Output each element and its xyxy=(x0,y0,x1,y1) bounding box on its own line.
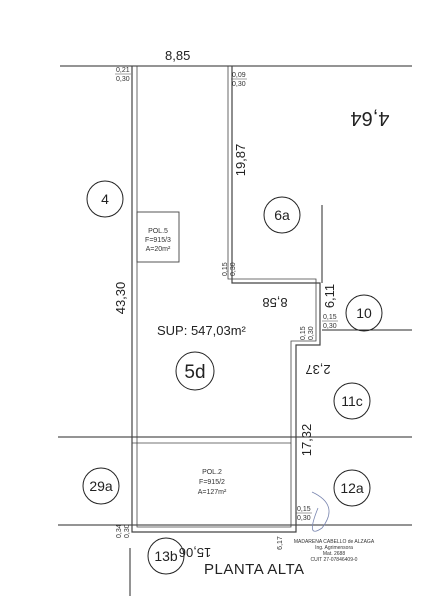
parcel-id: 5d xyxy=(184,362,205,383)
wall-label: 0,30 xyxy=(308,326,315,340)
wall-label: 0,30 xyxy=(323,323,337,330)
wall-label: 0,15 xyxy=(323,314,337,321)
signature-scribble xyxy=(311,491,330,532)
dimensions: 8,85 4,64 19,87 43,30 8,58 6,11 2,37 17,… xyxy=(113,48,389,560)
pol2-area: A=127m² xyxy=(198,489,227,496)
wall-label: 0,30 xyxy=(232,81,246,88)
neighbor-circle-29a xyxy=(82,467,120,505)
wall-label: 0,09 xyxy=(232,72,246,79)
neighbor-label: 10 xyxy=(356,305,372,321)
neighbor-circle-4 xyxy=(86,180,124,218)
neighbor-label: 13b xyxy=(154,548,178,564)
parcel-circle xyxy=(175,351,215,391)
wall-label: 0,34 xyxy=(116,524,123,538)
pol5-folio: F=915/3 xyxy=(145,237,171,244)
wall-label: 0,15 xyxy=(297,506,311,513)
stamp-role: Ing. Agrimensora xyxy=(315,545,353,551)
pol2-title: POL.2 xyxy=(202,469,222,476)
pol5-box xyxy=(136,211,180,263)
wall-thickness-labels: 0,21 0,30 0,09 0,30 0,15 0,30 0,15 0,30 … xyxy=(115,67,338,538)
neighbor-label: 12a xyxy=(340,480,364,496)
lot-boundaries xyxy=(58,65,412,596)
dim-right-lower-depth: 17,32 xyxy=(299,424,314,457)
floor-title: PLANTA ALTA xyxy=(204,561,305,578)
pol5-info: POL.5 F=915/3 A=20m² xyxy=(145,228,171,253)
pol5-area: A=20m² xyxy=(146,246,171,253)
neighbor-circles xyxy=(82,180,383,575)
dim-left-depth: 43,30 xyxy=(113,282,128,315)
neighbor-circle-13b xyxy=(147,537,185,575)
area-label: SUP: 547,03m² xyxy=(157,323,247,338)
pol2-folio: F=915/2 xyxy=(199,479,225,486)
neighbor-circle-10 xyxy=(345,294,383,332)
neighbor-circle-6a xyxy=(263,196,301,234)
dim-inner-depth: 19,87 xyxy=(233,144,248,177)
dim-right-step: 6,11 xyxy=(322,284,337,308)
wall-label: 0,21 xyxy=(116,67,130,74)
parcel-outline xyxy=(131,66,321,533)
neighbor-label: 6a xyxy=(274,207,290,223)
pol2-info: POL.2 F=915/2 A=127m² xyxy=(198,469,227,496)
dim-top-width: 8,85 xyxy=(165,48,190,63)
neighbor-circle-12a xyxy=(333,469,371,507)
wall-label: 0,30 xyxy=(124,524,131,538)
stamp-name: MADARENA CABELLO de ALZAGA xyxy=(294,539,375,545)
wall-label: 0,15 xyxy=(300,326,307,340)
wall-label: 0,15 xyxy=(222,262,229,276)
stamp-mat: Mat. 2688 xyxy=(323,551,345,557)
stamp-cuit: CUIT 27-07846409-0 xyxy=(311,557,358,563)
wall-label: 0,30 xyxy=(230,262,237,276)
neighbor-label: 29a xyxy=(89,478,113,494)
neighbor-label: 11c xyxy=(341,393,363,409)
dim-middle-width: 2,37 xyxy=(305,362,330,377)
professional-stamp: MADARENA CABELLO de ALZAGA Ing. Agrimens… xyxy=(294,491,375,563)
wall-label: 0,30 xyxy=(116,76,130,83)
neighbor-labels: 4 6a 10 11c 29a 12a 13b xyxy=(89,191,372,564)
neighbor-circle-11c xyxy=(333,382,371,420)
dim-bottom-right-offset: 6,17 xyxy=(277,536,284,550)
dim-bottom-width: 15,06 xyxy=(179,545,212,560)
neighbor-label: 4 xyxy=(101,191,109,207)
dim-inner-width: 8,58 xyxy=(262,295,287,310)
wall-label: 0,30 xyxy=(297,515,311,522)
dim-right-top-depth: 4,64 xyxy=(351,107,390,129)
pol5-title: POL.5 xyxy=(148,228,168,235)
